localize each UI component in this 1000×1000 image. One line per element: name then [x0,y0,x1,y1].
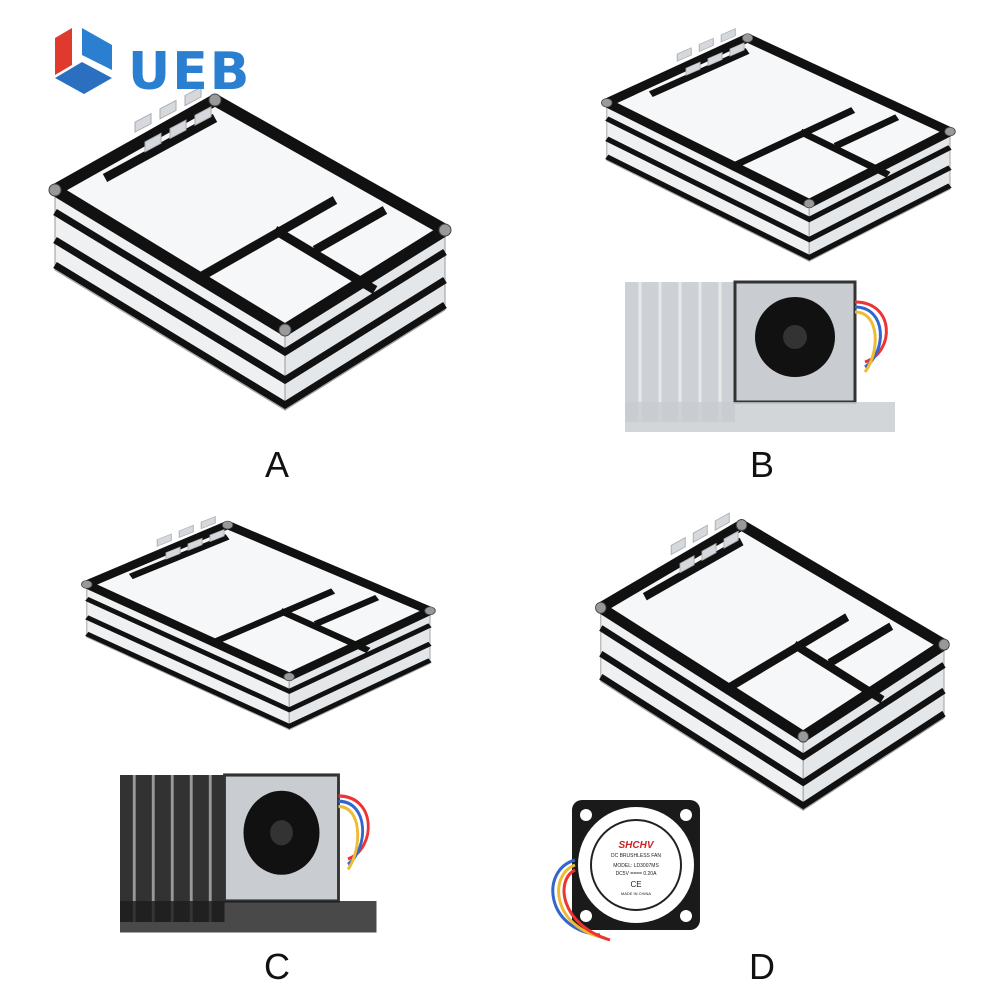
fan-rating: DC5V ==== 0.20A [616,871,658,877]
case-d [596,513,950,810]
fan-type: DC BRUSHLESS FAN [611,853,661,859]
case-c [82,516,436,729]
panel-label-b: B [749,444,774,485]
fan-model: MODEL: LD3007MS [613,863,659,869]
fan-brand: SHCHV [618,840,654,851]
brand-logo-text: UEB [128,42,252,102]
silver-heatsink-fan [623,280,897,434]
cooling-fan: SHCHV DC BRUSHLESS FAN MODEL: LD3007MS D… [551,800,700,942]
panel-label-d: D [749,946,775,987]
case-b [602,29,956,262]
case-a [49,87,451,410]
fan-cert: CE [630,880,641,889]
panel-label-c: C [264,946,290,987]
logo-mark [55,28,112,94]
panel-label-a: A [264,444,289,485]
fan-origin: MADE IN CHINA [621,891,652,896]
black-heatsink-fan [118,773,379,935]
